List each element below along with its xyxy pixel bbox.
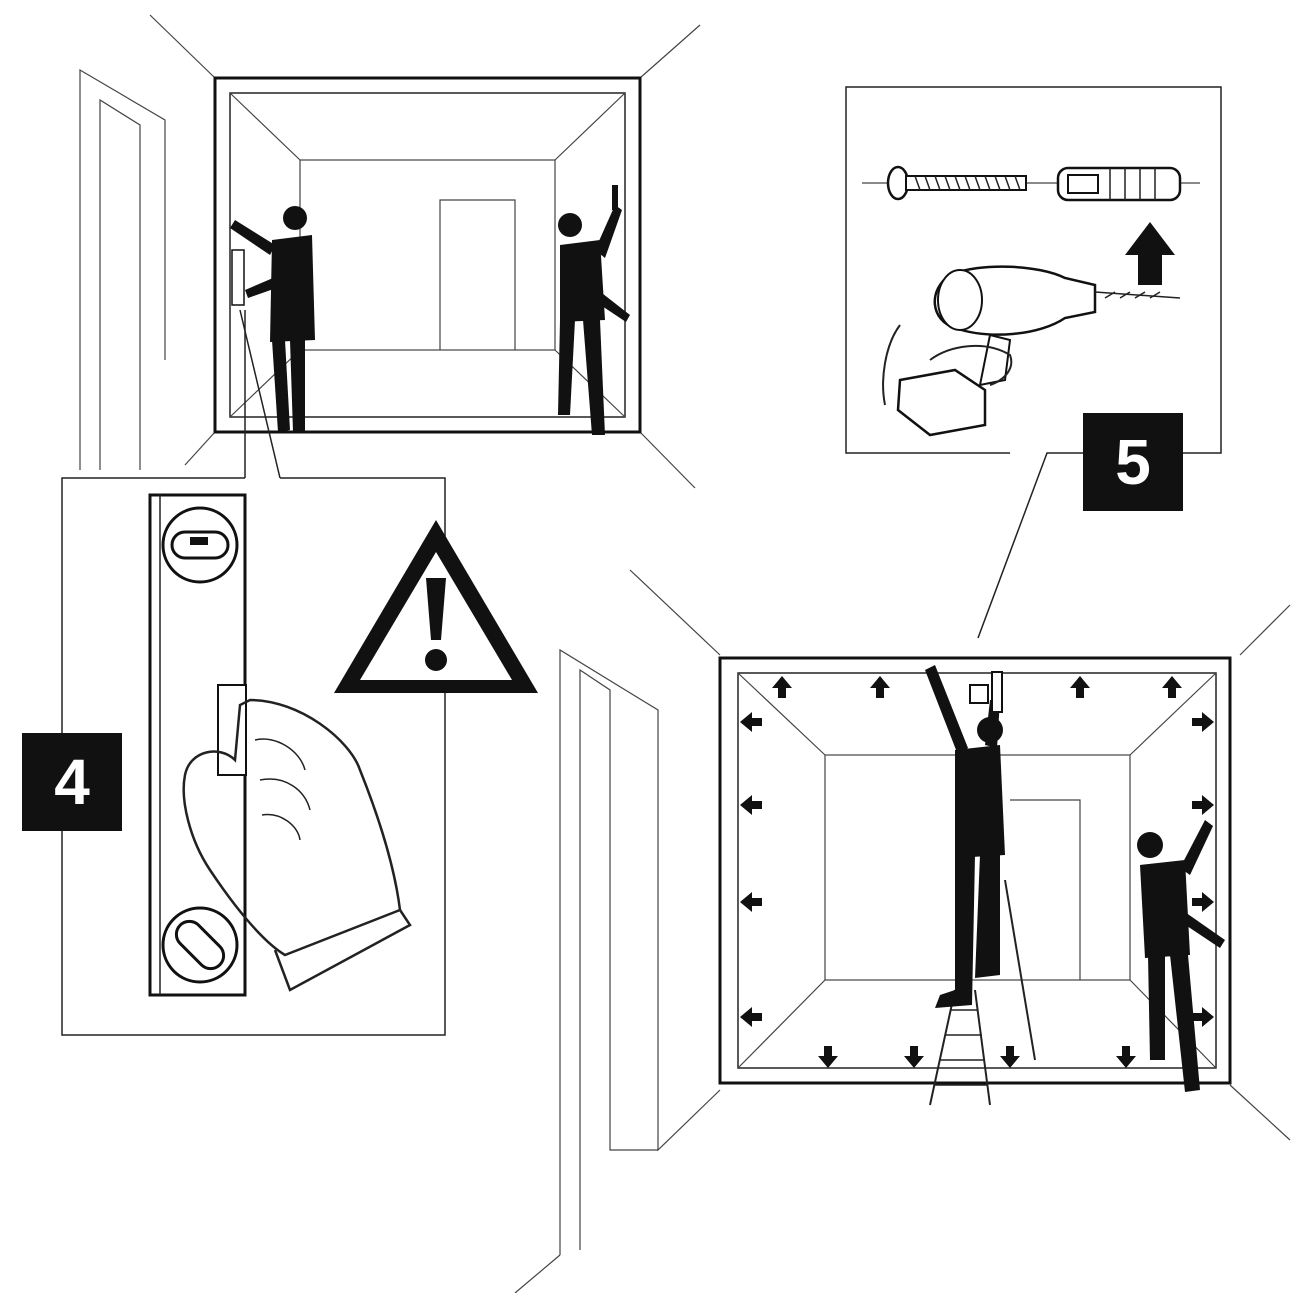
person-right-step5	[1137, 820, 1225, 1092]
spirit-level-icon	[150, 495, 246, 995]
power-drill-icon	[883, 267, 1180, 435]
center-wall-panel	[515, 570, 720, 1293]
step-number-4: 4	[22, 733, 122, 831]
wall-plug-icon	[1058, 168, 1180, 200]
person-on-ladder-step5	[925, 665, 1005, 1008]
warning-triangle-icon	[334, 520, 538, 693]
step-5-label: 5	[1115, 425, 1151, 499]
step-number-5: 5	[1083, 413, 1183, 511]
step-4-label: 4	[54, 745, 90, 819]
arrow-up-icon	[1125, 222, 1175, 285]
person-right-step4	[558, 185, 630, 435]
